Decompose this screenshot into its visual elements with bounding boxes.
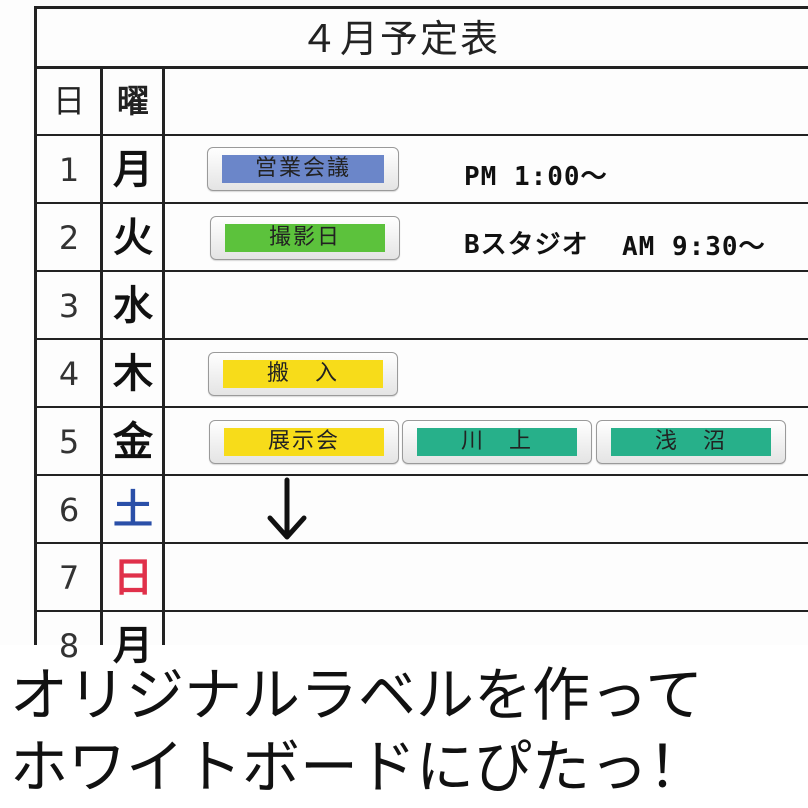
row-line (36, 474, 808, 476)
label-text: 搬 入 (223, 360, 383, 388)
magnet-label-asanuma[interactable]: 浅 沼 (596, 420, 786, 464)
day-number: 7 (58, 559, 80, 597)
day-number: 6 (58, 491, 80, 529)
column-divider-weekday (162, 67, 165, 645)
arrow-down-icon (267, 477, 307, 540)
day-number: 8 (58, 627, 80, 665)
column-divider-day (100, 67, 103, 645)
note-meeting-time: PM 1:00～ (464, 162, 608, 192)
schedule-title: ４月予定表 (299, 17, 500, 61)
magnet-label-exhibition[interactable]: 展示会 (209, 420, 399, 464)
board-frame-left (34, 6, 37, 645)
caption-line-2: ホワイトボードにぴたっ！ (10, 733, 707, 801)
label-text: 営業会議 (222, 155, 384, 183)
row-line (36, 270, 808, 272)
day-number: 3 (58, 287, 80, 325)
label-text: 展示会 (224, 428, 384, 456)
day-number: 2 (58, 219, 80, 257)
note-studio: Bスタジオ (464, 230, 589, 260)
board-frame-top (36, 6, 808, 9)
weekday-label: 月 (113, 147, 153, 193)
weekday-label-sunday: 日 (113, 555, 153, 601)
day-number: 1 (58, 151, 80, 189)
magnet-label-shoot[interactable]: 撮影日 (210, 216, 400, 260)
row-line-header-top (36, 66, 808, 69)
row-line (36, 542, 808, 544)
weekday-label: 火 (113, 215, 153, 261)
weekday-label: 月 (113, 623, 153, 669)
row-line (36, 338, 808, 340)
weekday-label-saturday: 土 (113, 487, 153, 533)
row-line (36, 134, 808, 136)
caption-line-1: オリジナルラベルを作って (10, 661, 704, 729)
header-day: 日 (52, 82, 85, 120)
day-number: 5 (58, 423, 80, 461)
label-text: 川 上 (417, 428, 577, 456)
label-text: 撮影日 (225, 224, 385, 252)
weekday-label: 金 (113, 419, 153, 465)
day-number: 4 (58, 355, 80, 393)
magnet-label-carry-in[interactable]: 搬 入 (208, 352, 398, 396)
magnet-label-kawakami[interactable]: 川 上 (402, 420, 592, 464)
whiteboard-photo: ４月予定表 日 曜 1 2 3 4 5 6 7 8 月 火 水 木 金 土 日 … (34, 6, 808, 669)
weekday-label: 水 (113, 283, 153, 329)
header-weekday: 曜 (116, 82, 149, 120)
note-shoot-time: AM 9:30～ (622, 232, 766, 262)
row-line (36, 610, 808, 612)
weekday-label: 木 (113, 351, 153, 397)
row-line (36, 202, 808, 204)
label-text: 浅 沼 (611, 428, 771, 456)
magnet-label-meeting[interactable]: 営業会議 (207, 147, 399, 191)
row-line (36, 406, 808, 408)
